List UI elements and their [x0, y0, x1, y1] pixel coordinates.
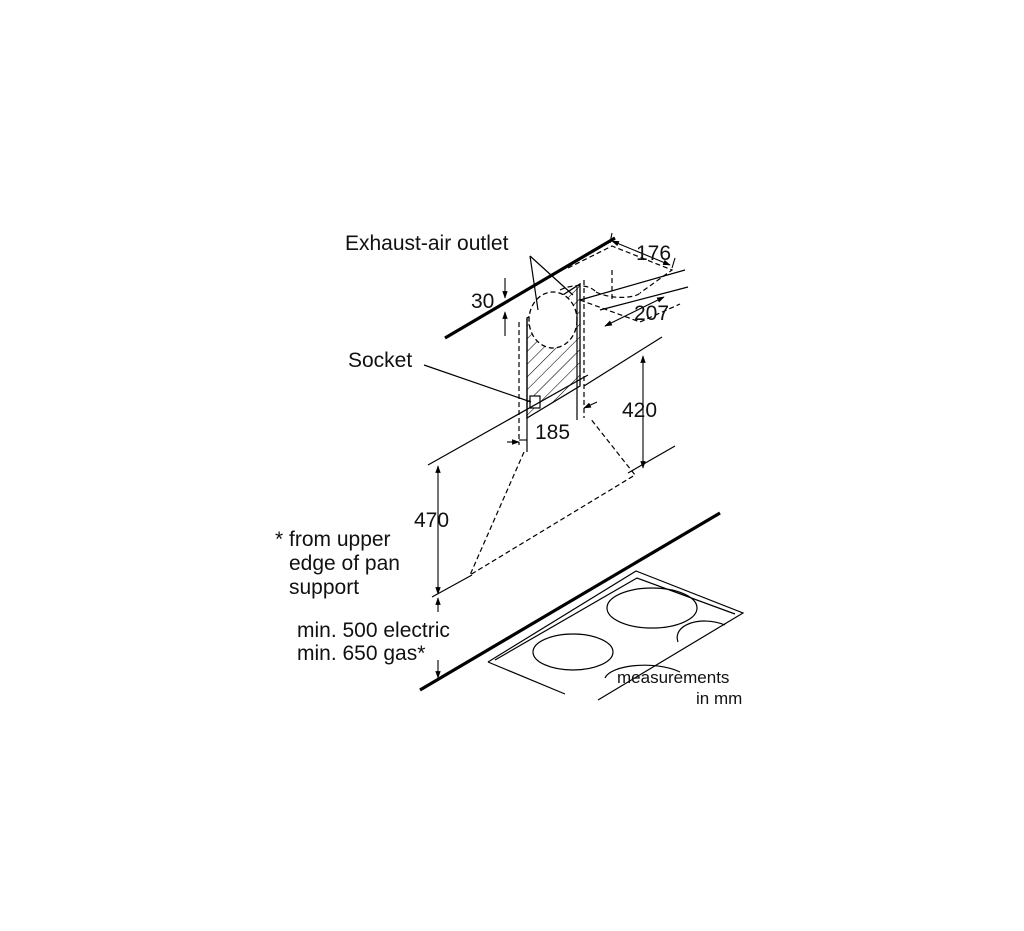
dim-30-label: 30	[471, 290, 494, 313]
dim-176	[609, 232, 676, 269]
dim-420-label: 420	[622, 399, 657, 422]
hood-chimney	[468, 417, 636, 577]
dim-176-label: 176	[636, 242, 671, 265]
exhaust-circle-top	[559, 285, 597, 293]
dim-207	[604, 296, 665, 327]
exhaust-outlet-label: Exhaust-air outlet	[345, 232, 509, 255]
measurements-line-1: measurements	[617, 668, 729, 687]
note-line-3: support	[289, 576, 359, 599]
hob-ring-1	[606, 587, 698, 629]
note-line-1: * from upper	[275, 528, 391, 551]
ref-line-470-top	[427, 374, 589, 466]
min-electric-label: min. 500 electric	[297, 619, 450, 642]
dim-470-label: 470	[414, 509, 449, 532]
worktop-edge	[419, 511, 721, 692]
dim-185-label: 185	[535, 421, 570, 444]
note-line-2: edge of pan	[289, 552, 400, 575]
hob-ring-2	[532, 633, 614, 671]
ceiling-line	[444, 236, 616, 340]
dim-207-label: 207	[634, 302, 669, 325]
ref-line-420-bottom	[627, 445, 676, 474]
socket-label: Socket	[348, 349, 412, 372]
hob	[487, 570, 745, 701]
hob-ring-3	[676, 620, 726, 643]
socket-leader	[423, 364, 532, 403]
exhaust-leader-1	[529, 255, 539, 311]
exhaust-leader-2	[529, 255, 574, 296]
min-gas-label: min. 650 gas*	[297, 642, 425, 665]
ref-line-420-top	[583, 336, 663, 387]
measurements-line-2: in mm	[696, 689, 742, 708]
mount-line-a	[579, 269, 686, 301]
hob-ring-4	[604, 664, 681, 679]
dim-185	[507, 401, 598, 445]
